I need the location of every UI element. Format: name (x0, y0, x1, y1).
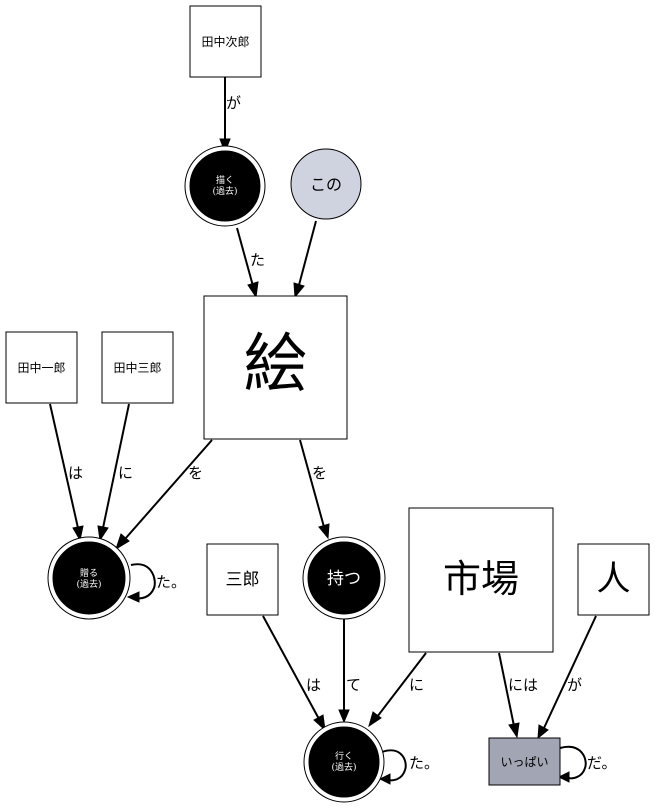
svg-text:て: て (346, 676, 361, 694)
node-okuru: 贈る (過去) (47, 536, 131, 620)
node-iku: 行く (過去) (303, 721, 385, 803)
svg-text:贈る: 贈る (80, 567, 98, 579)
node-kono: この (290, 148, 362, 220)
svg-text:三郎: 三郎 (226, 570, 260, 590)
node-e: 絵 (203, 295, 348, 440)
svg-text:人: 人 (597, 559, 631, 599)
edge-e-motsu: を (299, 439, 330, 540)
svg-text:を: を (312, 464, 327, 482)
svg-text:た。: た。 (156, 573, 186, 591)
svg-text:た: た (250, 251, 265, 269)
svg-text:この: この (310, 175, 342, 194)
svg-text:田中三郎: 田中三郎 (113, 360, 161, 375)
node-tanaka-jiro: 田中次郎 (189, 5, 262, 78)
svg-text:に: に (118, 464, 133, 482)
svg-text:市場: 市場 (443, 557, 519, 601)
svg-text:いっぱい: いっぱい (500, 755, 548, 769)
edge-saburo3-okuru: に (97, 403, 133, 542)
node-ichiba: 市場 (408, 507, 554, 653)
svg-text:絵: 絵 (244, 328, 308, 402)
svg-text:が: が (226, 94, 241, 112)
svg-text:田中一郎: 田中一郎 (17, 360, 65, 375)
svg-text:は: は (306, 676, 321, 694)
edge-okuru-self: た。 (126, 563, 186, 603)
edge-ichiba-ippai: には (498, 652, 538, 739)
svg-text:(過去): (過去) (212, 185, 237, 197)
node-tanaka-ichiro: 田中一郎 (5, 331, 78, 404)
svg-text:行く: 行く (335, 750, 353, 762)
node-egaku: 描く (過去) (184, 145, 266, 227)
edge-ippai-self: だ。 (557, 745, 617, 783)
edge-iku-self: た。 (378, 749, 439, 785)
edge-ichiro-okuru: は (49, 403, 84, 542)
edge-ichiba-iku: に (368, 652, 427, 728)
edge-e-okuru: を (115, 439, 213, 551)
svg-text:だ。: だ。 (587, 754, 617, 772)
node-motsu: 持つ (302, 536, 386, 620)
edge-hito-ippai: が (537, 615, 597, 740)
svg-text:に: に (409, 676, 424, 694)
node-hito: 人 (577, 543, 650, 616)
edge-egaku-e: た (236, 227, 265, 299)
svg-text:田中次郎: 田中次郎 (201, 34, 249, 49)
svg-text:を: を (188, 464, 203, 482)
edge-jiro-egaku: が (219, 77, 241, 154)
svg-text:(過去): (過去) (76, 578, 101, 590)
svg-text:た。: た。 (409, 754, 439, 772)
edge-kono-e (293, 220, 317, 299)
node-ippai: いっぱい (488, 737, 561, 786)
svg-text:(過去): (過去) (331, 761, 356, 773)
edge-saburo-iku: は (262, 615, 326, 732)
svg-text:には: には (508, 676, 538, 694)
node-saburo: 三郎 (206, 543, 279, 616)
svg-text:持つ: 持つ (327, 569, 361, 589)
svg-text:は: は (68, 464, 83, 482)
svg-text:描く: 描く (216, 174, 234, 186)
node-tanaka-saburo: 田中三郎 (101, 331, 174, 404)
svg-text:が: が (567, 676, 582, 694)
edge-motsu-iku: て (338, 618, 361, 724)
